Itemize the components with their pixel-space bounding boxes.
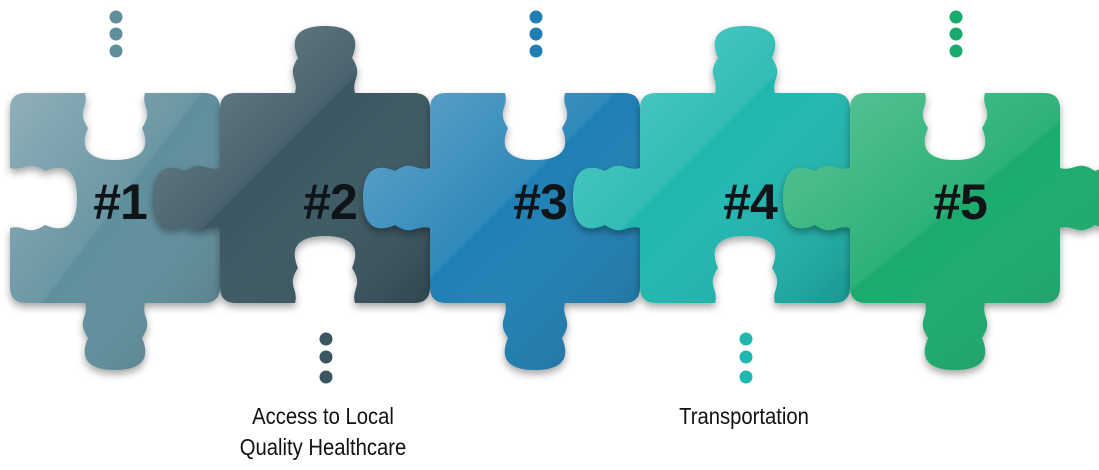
piece-5-connector-dot-3 — [949, 44, 963, 58]
piece-2-connector-dot-3 — [319, 370, 333, 384]
piece-5-connector-dot-2 — [949, 27, 963, 41]
piece-3-connector-dot-2 — [529, 27, 543, 41]
piece-4-connector-dot-3 — [739, 370, 753, 384]
piece-4-connector-dot-1 — [739, 332, 753, 346]
piece-4-caption-line-1: Transportation — [679, 403, 809, 429]
piece-5-number: #5 — [933, 174, 988, 230]
puzzle-piece-5-gloss — [783, 93, 1099, 370]
puzzle-piece-5 — [783, 93, 1099, 370]
puzzle-piece-3 — [363, 93, 640, 370]
piece-1-number: #1 — [93, 174, 148, 230]
puzzle-piece-3-gloss — [363, 93, 640, 370]
piece-3-connector-dot-3 — [529, 44, 543, 58]
piece-4-caption: Transportation — [647, 401, 841, 432]
piece-2-caption-line-2: Quality Healthcare — [239, 434, 407, 460]
piece-4-number: #4 — [723, 174, 778, 230]
puzzle-piece-4 — [573, 26, 850, 303]
puzzle-piece-2-gloss — [153, 26, 430, 303]
piece-2-caption: Access to Local Quality Healthcare — [226, 401, 420, 463]
piece-4-connector-dot-2 — [739, 350, 753, 364]
piece-1-connector-dot-1 — [109, 10, 123, 24]
piece-2-caption-line-1: Access to Local — [252, 403, 394, 429]
piece-3-number: #3 — [513, 174, 568, 230]
piece-1-connector-dot-3 — [109, 44, 123, 58]
puzzle-piece-1 — [10, 93, 220, 370]
piece-2-connector-dot-1 — [319, 332, 333, 346]
piece-5-connector-dot-1 — [949, 10, 963, 24]
piece-1-connector-dot-2 — [109, 27, 123, 41]
puzzle-piece-4-gloss — [573, 26, 850, 303]
puzzle-piece-1-gloss — [10, 93, 220, 370]
piece-2-connector-dot-2 — [319, 350, 333, 364]
piece-3-connector-dot-1 — [529, 10, 543, 24]
piece-2-number: #2 — [303, 174, 358, 230]
puzzle-piece-2 — [153, 26, 430, 303]
